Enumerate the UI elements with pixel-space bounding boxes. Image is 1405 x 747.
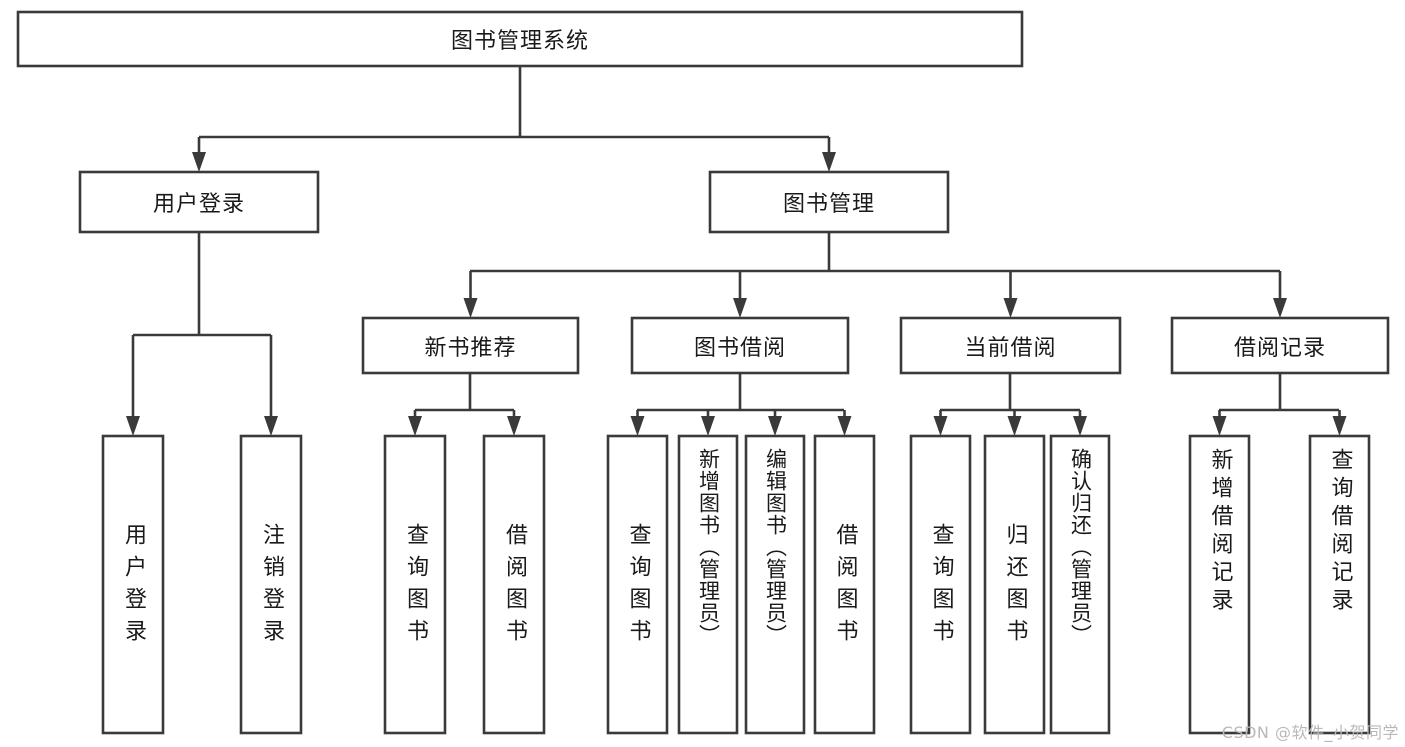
level3-box-1[interactable]	[630, 316, 850, 375]
root-to-level2-arrow-1	[822, 152, 836, 172]
borrow-to-leaves-arrow-2	[768, 416, 782, 436]
root-to-level2-arrow-0	[192, 152, 206, 172]
leaf-box-2[interactable]	[383, 434, 447, 735]
level3-box-3[interactable]	[1170, 316, 1390, 375]
book-mgmt-to-level3-arrow-3	[1273, 298, 1287, 318]
borrow-to-leaves-arrow-1	[701, 416, 715, 436]
leaf-box-1[interactable]	[239, 434, 303, 735]
user-login-to-leaves-arrow-1	[264, 416, 278, 436]
watermark-credit: CSDN @软件_小贺同学	[1221, 723, 1399, 742]
book-mgmt-to-level3-arrow-0	[463, 298, 478, 318]
level2-box-0[interactable]	[78, 170, 320, 234]
leaf-box-5[interactable]	[677, 434, 739, 735]
leaf-box-8[interactable]	[909, 434, 972, 735]
leaf-box-11[interactable]	[1188, 434, 1251, 735]
box-layer	[16, 10, 1390, 735]
level3-box-2[interactable]	[899, 316, 1122, 375]
current-to-leaves-arrow-0	[933, 416, 948, 436]
record-to-leaves-arrow-0	[1212, 416, 1227, 436]
leaf-box-9[interactable]	[983, 434, 1046, 735]
leaf-box-6[interactable]	[744, 434, 806, 735]
record-to-leaves-arrow-1	[1332, 416, 1347, 436]
leaf-box-12[interactable]	[1308, 434, 1371, 735]
leaf-box-0[interactable]	[101, 434, 165, 735]
user-login-to-leaves-arrow-0	[126, 416, 140, 436]
new-book-to-leaves-arrow-1	[507, 416, 521, 436]
connector-layer	[126, 66, 1347, 436]
leaf-box-3[interactable]	[482, 434, 546, 735]
current-to-leaves-arrow-2	[1073, 416, 1087, 436]
new-book-to-leaves-arrow-0	[408, 416, 422, 436]
book-mgmt-to-level3-arrow-2	[1003, 298, 1018, 318]
current-to-leaves-arrow-1	[1007, 416, 1022, 436]
borrow-to-leaves-arrow-0	[630, 416, 645, 436]
level2-box-1[interactable]	[708, 170, 950, 234]
borrow-to-leaves-arrow-3	[837, 416, 852, 436]
leaf-box-10[interactable]	[1049, 434, 1111, 735]
level3-box-0[interactable]	[361, 316, 580, 375]
root-box-0[interactable]	[16, 10, 1024, 68]
book-mgmt-to-level3-arrow-1	[733, 298, 747, 318]
leaf-box-7[interactable]	[813, 434, 876, 735]
leaf-box-4[interactable]	[606, 434, 669, 735]
